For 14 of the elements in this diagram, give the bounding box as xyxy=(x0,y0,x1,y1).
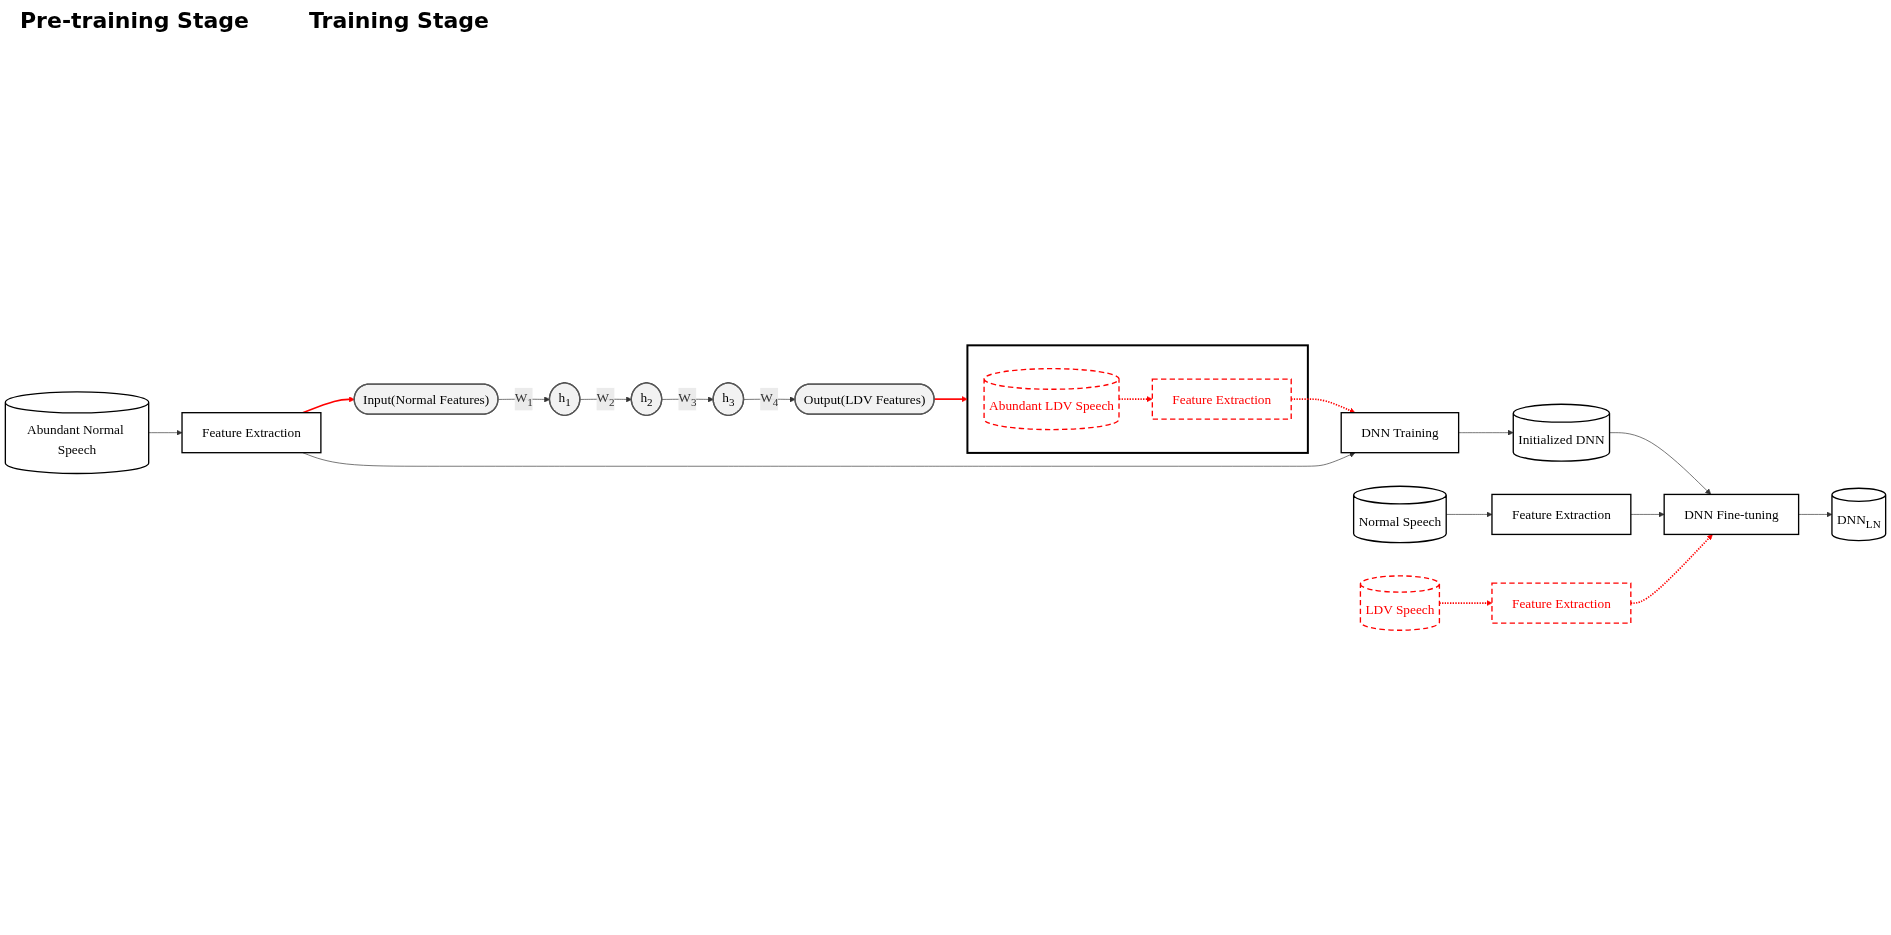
edge-label: W$_{4}$ xyxy=(760,390,779,409)
node-box: Feature Extraction xyxy=(181,412,322,454)
cluster xyxy=(966,344,1309,455)
arrow xyxy=(1630,534,1713,605)
stage-heading: Training Stage xyxy=(308,8,489,33)
node-box: DNN Fine-tuning xyxy=(1663,493,1800,536)
node-box: Feature Extraction xyxy=(1491,493,1632,536)
edge-label: W$_{2}$ xyxy=(596,390,615,409)
stage-heading: Pre-training Stage xyxy=(20,8,249,33)
node-box: DNN Training xyxy=(1340,412,1460,454)
edge-label: W$_{1}$ xyxy=(514,390,533,409)
node-box: Feature Extraction xyxy=(1151,378,1292,420)
node-box: Feature Extraction xyxy=(1491,582,1632,624)
edge-label: W$_{3}$ xyxy=(678,390,697,409)
